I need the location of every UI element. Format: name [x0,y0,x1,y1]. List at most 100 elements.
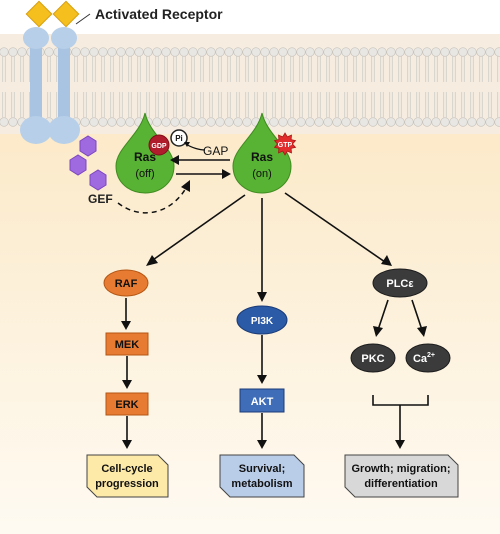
plce-label: PLCε [386,278,414,290]
lipid-head [44,47,54,57]
akt-to-survival-arrow [257,440,267,449]
bracket-to-growth-arrow [395,440,405,449]
lipid-head [188,117,198,127]
lipid-head [467,117,477,127]
mek-label: MEK [115,339,140,351]
lipid-head [80,117,90,127]
lipid-head [8,117,18,127]
lipid-head [80,47,90,57]
growth-box [344,454,459,498]
lipid-head [395,47,405,57]
lipid-head [395,117,405,127]
lipid-head [116,47,126,57]
lipid-head [269,47,279,57]
lipid-head [107,47,117,57]
gef-label: GEF [88,192,113,206]
lipid-head [188,47,198,57]
gtp-badge [273,132,297,156]
lipid-head [17,47,27,57]
gef-arrowhead [181,180,190,192]
lipid-head [98,47,108,57]
cell-cycle-box [86,454,169,498]
cell-cycle-line2: progression [95,478,159,490]
plce-node [372,268,428,298]
lipid-head [368,47,378,57]
lipid-head [170,47,180,57]
lipid-head [458,117,468,127]
lipid-head [305,47,315,57]
lipid-head [179,117,189,127]
lipid-head [287,47,297,57]
lipid-head [0,117,9,127]
lipid-head [458,47,468,57]
cell-cycle-line1: Cell-cycle [101,463,152,475]
lipid-head [197,117,207,127]
raf-label: RAF [115,278,138,290]
lipid-head [89,117,99,127]
lipid-head [179,47,189,57]
lipid-head [494,117,500,127]
lipid-head [494,47,500,57]
erk-to-cellcycle-arrow [122,440,132,449]
lipid-head [125,47,135,57]
lipid-head [71,47,81,57]
lipid-head [350,47,360,57]
gtp-label: GTP [278,142,293,149]
plce-to-pkc-arrow [373,326,383,337]
lipid-head [485,47,495,57]
akt-label: AKT [251,396,274,408]
lipid-head [422,117,432,127]
mek-node [105,332,149,356]
lipid-head [449,47,459,57]
pi-label: Pi [175,134,183,143]
lipid-head [431,117,441,127]
gef-dashed-arrow [117,187,187,214]
pkc-label: PKC [361,353,384,365]
lipid-head [422,47,432,57]
lipid-head [134,47,144,57]
lipid-head [215,47,225,57]
erk-label: ERK [115,399,138,411]
lipid-head [224,117,234,127]
lipid-head [341,47,351,57]
mek-to-erk-arrow [122,380,132,389]
lipid-head [143,47,153,57]
lipid-head [350,117,360,127]
ras-off-state: (off) [135,168,154,180]
cell-membrane [0,34,500,134]
gdp-badge [148,134,170,156]
ras-on-name: Ras [251,150,273,164]
lipid-head [260,47,270,57]
ras-off: Ras (off) GDP [115,112,175,194]
lipid-head [152,117,162,127]
lipid-head [152,47,162,57]
lipid-head [449,117,459,127]
lipid-head [305,117,315,127]
branch-arrows [149,192,386,294]
lipid-head [278,47,288,57]
lipid-head [269,117,279,127]
lipid-head [161,47,171,57]
lipid-head [197,47,207,57]
erk-node [105,392,149,416]
lipid-head [386,47,396,57]
raf-to-mek-arrow [121,321,131,330]
ras-off-name: Ras [134,150,156,164]
lipid-head [404,47,414,57]
lipid-head [89,47,99,57]
receptor-title: Activated Receptor [95,6,223,22]
lipid-head [476,117,486,127]
lipid-head [413,117,423,127]
lipid-head [404,117,414,127]
survival-line2: metabolism [231,478,292,490]
lipid-head [8,47,18,57]
ca-label: Ca2+ [413,352,435,365]
lipid-head [467,47,477,57]
lipid-head [413,47,423,57]
lipid-head [233,117,243,127]
lipid-head [323,117,333,127]
lipid-head [251,47,261,57]
lipid-head [332,47,342,57]
ras-on: Ras (on) GTP [232,112,297,194]
